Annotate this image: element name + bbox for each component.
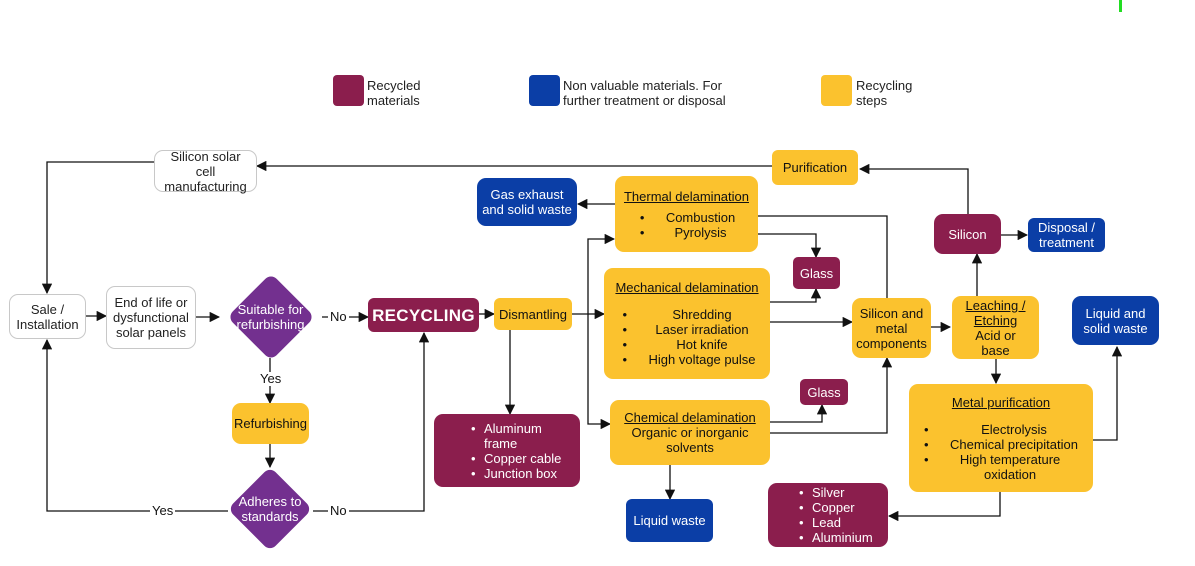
end-of-life-label: End of life or dysfunctional solar panel… <box>113 295 189 340</box>
metal-purification-title: Metal purification <box>951 394 1051 410</box>
leaching-title: Leaching / Etching <box>965 297 1026 328</box>
sale-installation-box: Sale / Installation <box>9 294 86 339</box>
thermal-item-pyrolysis: Pyrolysis <box>640 225 735 240</box>
edge-label-adheres-no: No <box>328 503 349 518</box>
silicon-metal-label: Silicon and metal components <box>856 305 927 351</box>
gas-exhaust-label: Gas exhaust and solid waste <box>482 187 572 217</box>
legend-swatch-recycled <box>333 75 364 106</box>
legend-label-recycled: Recycled materials <box>367 78 421 108</box>
disposal-label: Disposal / treatment <box>1037 220 1096 250</box>
output-junction-box: Junction box <box>471 466 561 481</box>
edge-mechanical-to-glass <box>770 287 822 303</box>
thermal-delamination-box: Thermal delamination Combustion Pyrolysi… <box>615 176 758 252</box>
edge-dismantling-to-chemical <box>587 314 612 430</box>
silicon-box: Silicon <box>934 214 1001 254</box>
dismantling-label: Dismantling <box>499 306 567 322</box>
edge-label-suitable-yes: Yes <box>258 371 284 386</box>
edge-thermal-to-simetal <box>758 215 888 298</box>
leaching-text: Acid or base <box>975 327 1016 358</box>
edge-metalpur-to-metals <box>887 492 1001 522</box>
edge-chemical-to-simetal <box>770 356 893 434</box>
thermal-delamination-title: Thermal delamination <box>623 188 749 204</box>
glass-top-label: Glass <box>799 265 834 281</box>
mechanical-delamination-box: Mechanical delamination Shredding Laser … <box>604 268 770 379</box>
chemical-delamination-text: Organic or inorganic solvents <box>631 425 749 455</box>
edge-adheres-to-recycling <box>313 331 430 512</box>
edge-label-suitable-no: No <box>328 309 349 324</box>
glass-bottom-box: Glass <box>800 379 848 405</box>
dismantling-box: Dismantling <box>494 298 572 330</box>
metal-item-precipitation: Chemical precipitation <box>924 437 1078 452</box>
metal-item-electrolysis: Electrolysis <box>924 422 1078 437</box>
refurbishing-box: Refurbishing <box>232 403 309 444</box>
legend-swatch-recycling-steps <box>821 75 852 106</box>
recycling-box: RECYCLING <box>368 298 479 332</box>
adheres-label: Adheres to standards <box>238 494 302 524</box>
end-of-life-box: End of life or dysfunctional solar panel… <box>106 286 196 349</box>
edge-manufacturing-to-sale <box>41 161 154 295</box>
metal-item-oxidation: High temperature oxidation <box>924 452 1070 482</box>
chemical-delamination-box: Chemical delamination Organic or inorgan… <box>610 400 770 465</box>
chemical-delamination-title: Chemical delamination <box>624 410 756 425</box>
adheres-decision: Adheres to standards <box>224 466 316 552</box>
metals-box: Silver Copper Lead Aluminium <box>768 483 888 547</box>
metal-copper: Copper <box>799 500 873 515</box>
edge-adheres-to-sale <box>41 338 228 512</box>
disposal-box: Disposal / treatment <box>1028 218 1105 252</box>
thermal-item-combustion: Combustion <box>640 210 736 225</box>
silicon-label: Silicon <box>948 226 987 242</box>
mechanical-item-laser: Laser irradiation <box>623 322 756 337</box>
mechanical-item-hot-knife: Hot knife <box>623 337 756 352</box>
silicon-manufacturing-label: Silicon solar cell manufacturing <box>164 148 247 194</box>
legend-label-non-valuable: Non valuable materials. For further trea… <box>563 78 726 108</box>
mechanical-delamination-title: Mechanical delamination <box>615 280 759 295</box>
purification-box: Purification <box>772 150 858 185</box>
dismantling-outputs-box: Aluminum frame Copper cable Junction box <box>434 414 580 487</box>
metal-lead: Lead <box>799 515 873 530</box>
edge-metalpur-to-liquidsolid <box>1093 345 1123 441</box>
metal-silver: Silver <box>799 485 873 500</box>
liquid-solid-waste-label: Liquid and solid waste <box>1083 305 1148 336</box>
edge-label-adheres-yes: Yes <box>150 503 176 518</box>
recycling-label: RECYCLING <box>372 305 475 325</box>
refurbishing-label: Refurbishing <box>234 416 307 431</box>
edge-chemical-to-glass <box>770 403 828 423</box>
metal-aluminium: Aluminium <box>799 530 873 545</box>
silicon-manufacturing-box: Silicon solar cell manufacturing <box>154 148 257 194</box>
leaching-box: Leaching / Etching Acid or base <box>952 296 1039 359</box>
purification-label: Purification <box>782 160 848 175</box>
mechanical-item-shredding: Shredding <box>623 307 756 322</box>
liquid-waste-box: Liquid waste <box>626 499 713 542</box>
output-aluminum-frame: Aluminum frame <box>471 421 544 451</box>
legend-label-recycling-steps: Recycling steps <box>856 78 913 108</box>
sale-installation-label: Sale / Installation <box>16 301 79 332</box>
corner-mark <box>1119 0 1122 12</box>
edge-thermal-to-glass <box>758 233 822 259</box>
liquid-solid-waste-box: Liquid and solid waste <box>1072 296 1159 345</box>
silicon-metal-box: Silicon and metal components <box>852 298 931 358</box>
legend-swatch-non-valuable <box>529 75 560 106</box>
liquid-waste-label: Liquid waste <box>633 513 706 528</box>
edge-silicon-to-purification <box>858 163 969 214</box>
mechanical-item-high-voltage: High voltage pulse <box>623 352 756 367</box>
suitable-label: Suitable for refurbishing <box>236 302 305 332</box>
output-copper-cable: Copper cable <box>471 451 561 466</box>
gas-exhaust-box: Gas exhaust and solid waste <box>477 178 577 226</box>
metal-purification-box: Metal purification Electrolysis Chemical… <box>909 384 1093 492</box>
edge-dismantling-to-thermal <box>572 233 616 315</box>
glass-bottom-label: Glass <box>807 384 841 400</box>
suitable-decision: Suitable for refurbishing <box>219 273 322 361</box>
glass-top-box: Glass <box>793 257 840 289</box>
